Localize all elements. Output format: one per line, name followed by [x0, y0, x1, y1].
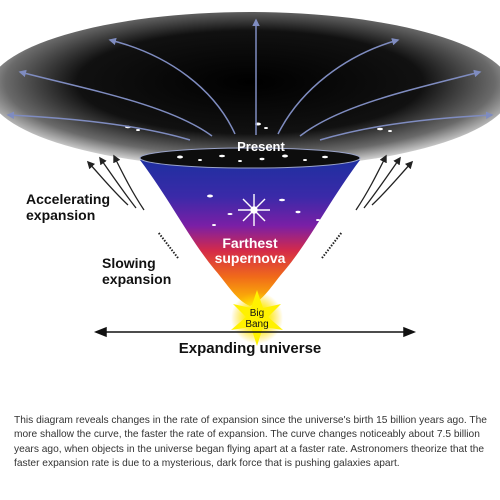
slowing-line1: Slowing — [102, 255, 156, 271]
big-bang-label: Big Bang — [237, 308, 277, 330]
accelerating-line2: expansion — [26, 207, 96, 223]
accelerating-arrows-right — [355, 154, 414, 211]
expansion-diagram — [0, 12, 500, 346]
accelerating-expansion-label: Accelerating expansion — [26, 191, 136, 223]
dark-space-region — [0, 12, 500, 168]
expansion-arrows — [6, 18, 494, 141]
caption-text: This diagram reveals changes in the rate… — [14, 415, 487, 470]
slowing-arrows — [157, 231, 343, 259]
present-label: Present — [237, 139, 285, 154]
slowing-line2: expansion — [102, 271, 172, 287]
bigbang-line2: Bang — [245, 319, 269, 330]
farthest-line2: supernova — [214, 250, 286, 266]
big-bang-burst — [231, 290, 283, 346]
expanding-universe-axis — [93, 326, 417, 338]
present-galaxy-band — [139, 147, 361, 169]
bigbang-line1: Big — [249, 308, 265, 319]
expanding-universe-label: Expanding universe — [178, 340, 322, 357]
supernova-starburst — [238, 194, 270, 226]
expansion-funnel — [140, 160, 360, 306]
farthest-line1: Farthest — [222, 235, 278, 251]
slowing-expansion-label: Slowing expansion — [102, 255, 212, 287]
accelerating-line1: Accelerating — [26, 191, 111, 207]
accelerating-arrows-left — [86, 154, 145, 211]
farthest-supernova-label: Farthest supernova — [205, 236, 295, 266]
